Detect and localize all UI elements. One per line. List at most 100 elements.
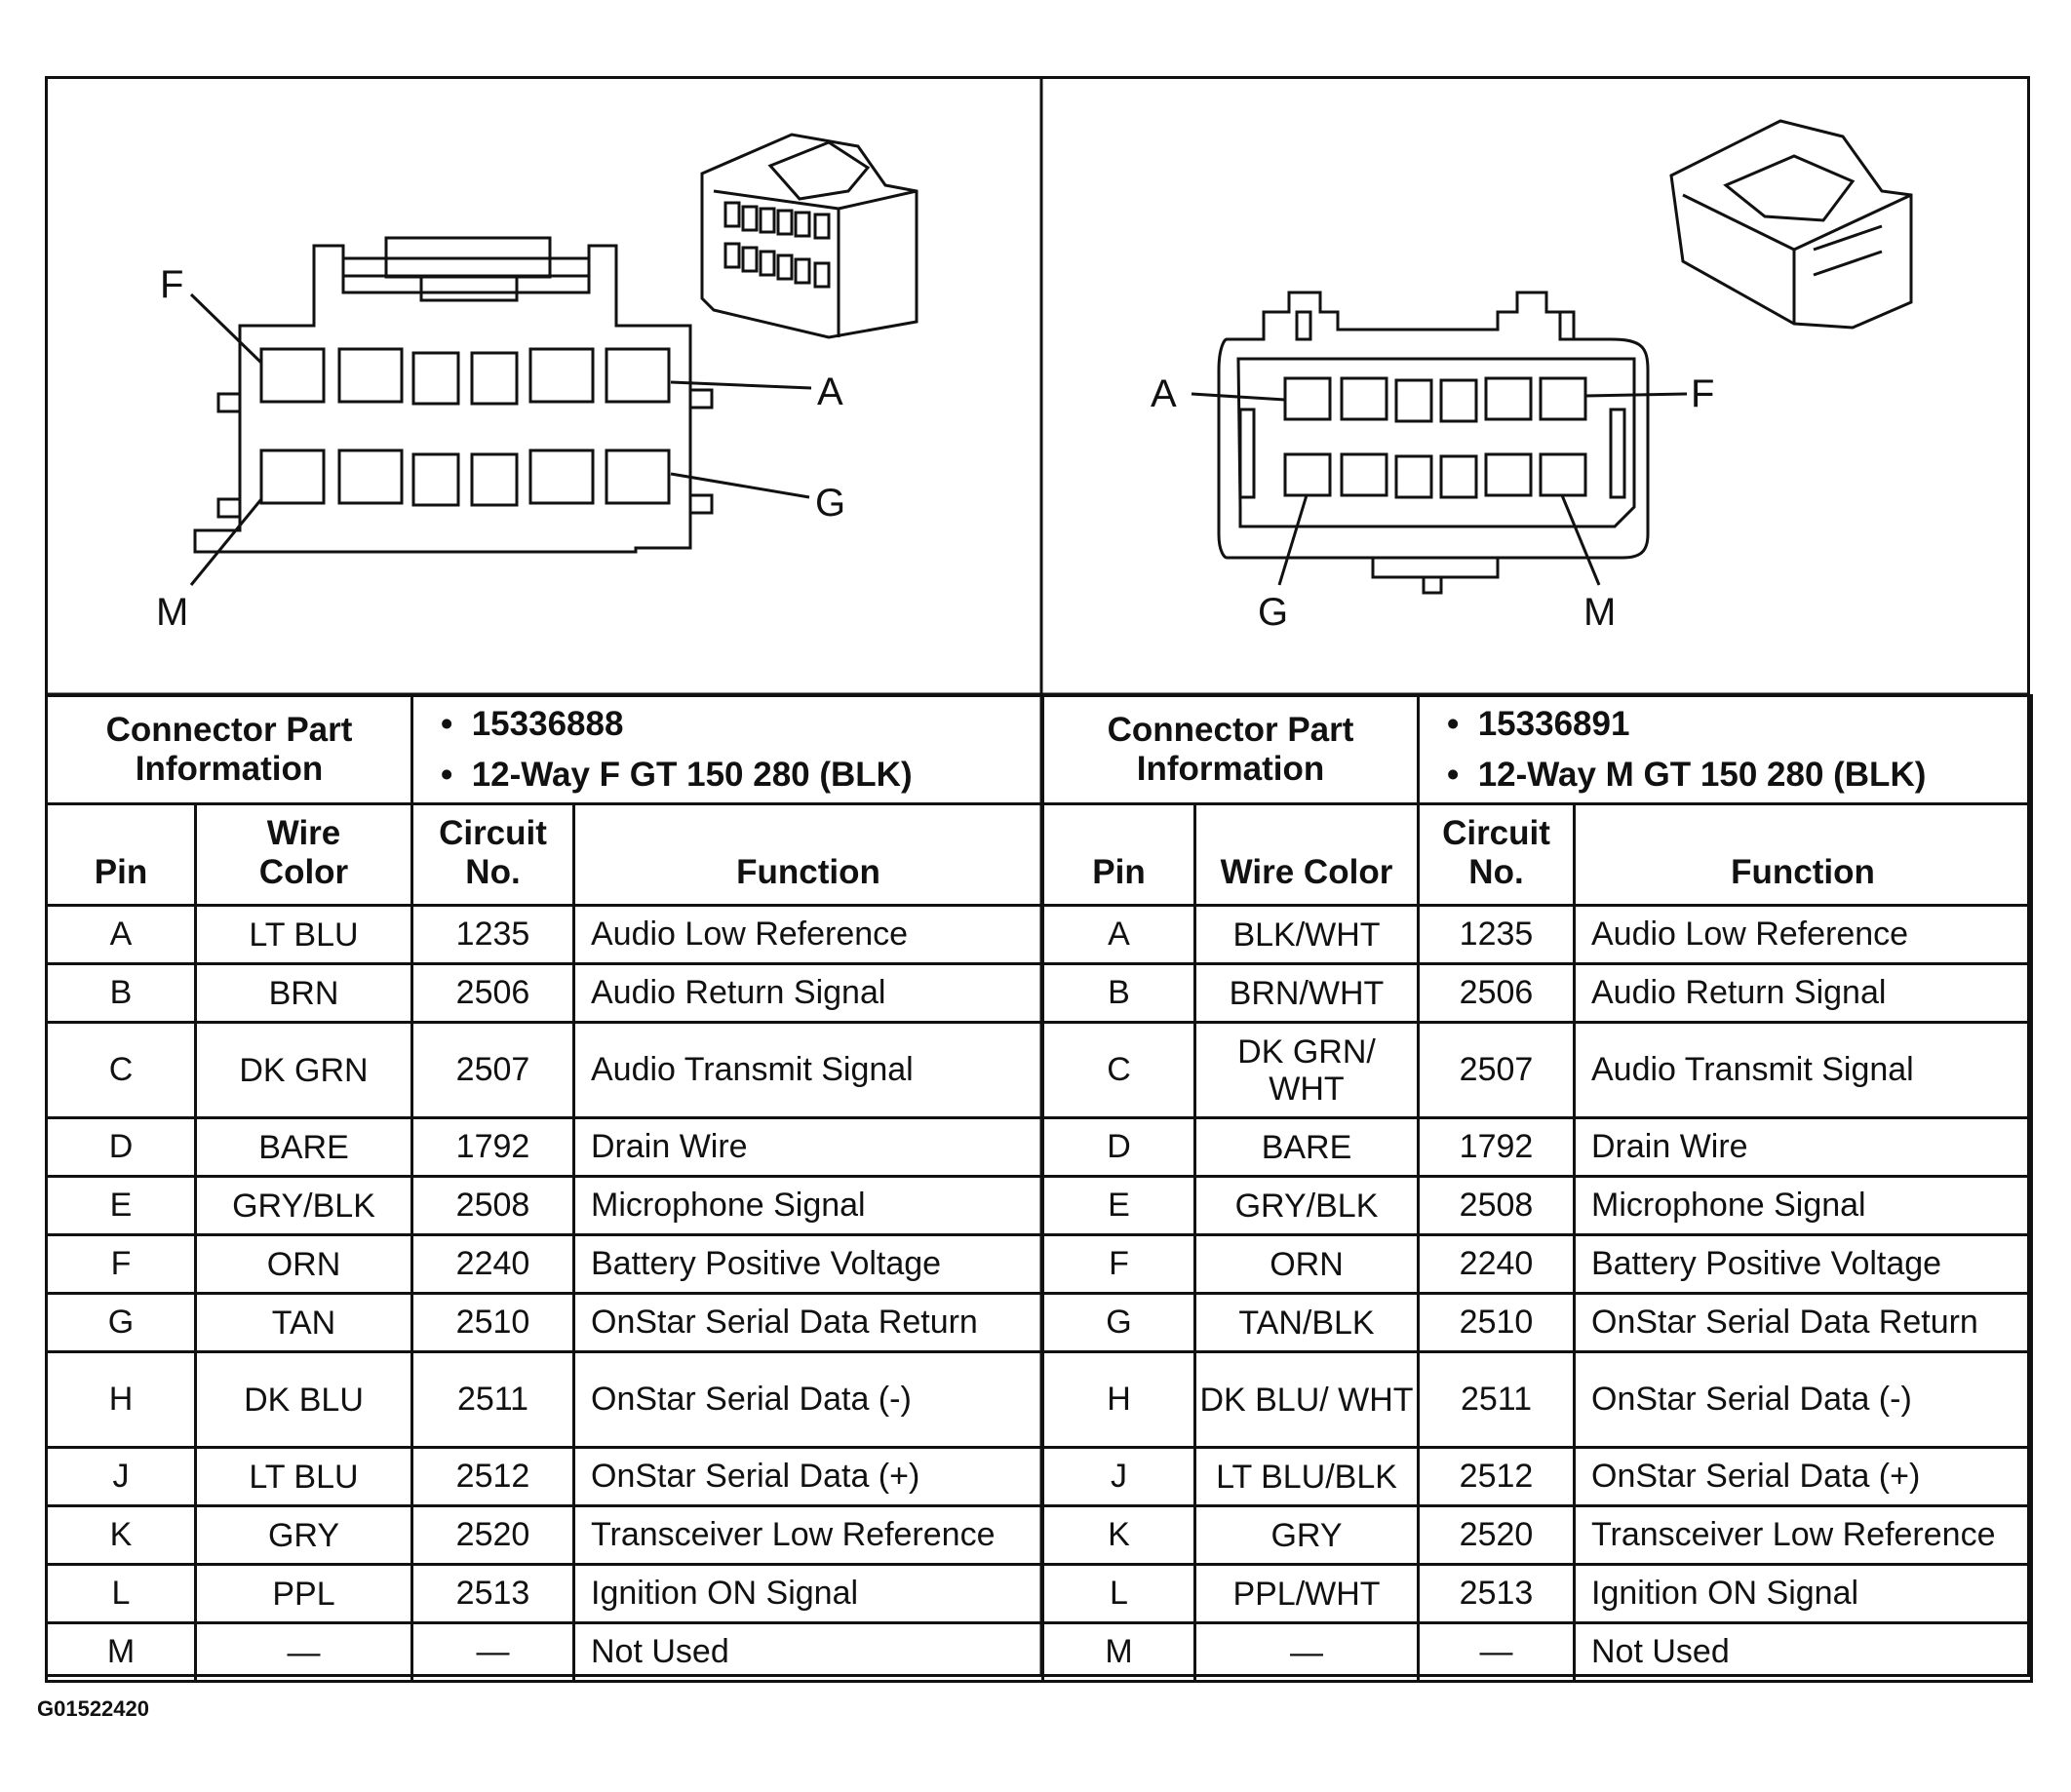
right-cell-wire-color: BRN/WHT <box>1193 962 1420 1024</box>
right-cell-circuit: 2508 <box>1417 1175 1576 1236</box>
left-cell-circuit: 2240 <box>410 1233 575 1295</box>
table-row: M——Not Used <box>1041 1621 2033 1683</box>
table-row: M——Not Used <box>45 1621 1044 1683</box>
left-cell-function: Ignition ON Signal <box>572 1563 1044 1624</box>
left-pin-label-f: F <box>160 263 184 306</box>
left-part-description: 12-Way F GT 150 280 (BLK) <box>441 750 1041 800</box>
left-cell-function: Not Used <box>572 1621 1044 1683</box>
left-header-wire-color: Wire Color <box>194 802 413 907</box>
left-cell-function: Battery Positive Voltage <box>572 1233 1044 1295</box>
right-cell-function: Transceiver Low Reference <box>1573 1504 2033 1566</box>
right-header-row: Pin Wire Color Circuit No. Function <box>1041 802 2033 907</box>
left-part-numbers: 15336888 12-Way F GT 150 280 (BLK) <box>410 694 1044 805</box>
right-cell-wire-color: BLK/WHT <box>1193 904 1420 965</box>
right-cell-pin: M <box>1041 1621 1196 1683</box>
right-cell-function: Audio Transmit Signal <box>1573 1021 2033 1119</box>
left-cell-circuit: 2508 <box>410 1175 575 1236</box>
left-cell-function: Drain Wire <box>572 1116 1044 1178</box>
right-cell-pin: E <box>1041 1175 1196 1236</box>
left-pinout-table: Connector Part Information 15336888 12-W… <box>45 694 1044 1683</box>
left-cell-pin: C <box>45 1021 197 1119</box>
right-header-function: Function <box>1573 802 2033 907</box>
left-part-number: 15336888 <box>441 699 1041 750</box>
left-cell-circuit: 1235 <box>410 904 575 965</box>
left-cell-wire-color: GRY <box>194 1504 413 1566</box>
right-part-numbers: 15336891 12-Way M GT 150 280 (BLK) <box>1417 694 2033 805</box>
right-cell-function: Battery Positive Voltage <box>1573 1233 2033 1295</box>
left-header-function: Function <box>572 802 1044 907</box>
right-cell-wire-color: DK GRN/ WHT <box>1193 1021 1420 1119</box>
right-cell-circuit: 2512 <box>1417 1446 1576 1507</box>
right-cell-circuit: — <box>1417 1621 1576 1683</box>
right-cell-wire-color: ORN <box>1193 1233 1420 1295</box>
left-cell-function: Microphone Signal <box>572 1175 1044 1236</box>
right-cell-function: OnStar Serial Data Return <box>1573 1292 2033 1353</box>
left-cell-wire-color: BRN <box>194 962 413 1024</box>
right-cell-circuit: 1235 <box>1417 904 1576 965</box>
left-cell-pin: B <box>45 962 197 1024</box>
left-cell-wire-color: LT BLU <box>194 904 413 965</box>
right-cell-pin: J <box>1041 1446 1196 1507</box>
right-cell-wire-color: PPL/WHT <box>1193 1563 1420 1624</box>
left-cell-wire-color: DK GRN <box>194 1021 413 1119</box>
left-pin-label-m: M <box>156 591 189 634</box>
right-header-pin: Pin <box>1041 802 1196 907</box>
right-cell-wire-color: BARE <box>1193 1116 1420 1178</box>
left-cell-circuit: 2511 <box>410 1350 575 1449</box>
left-cell-function: OnStar Serial Data (-) <box>572 1350 1044 1449</box>
right-cell-function: Audio Return Signal <box>1573 962 2033 1024</box>
right-header-wire-color: Wire Color <box>1193 802 1420 907</box>
left-cell-function: Audio Low Reference <box>572 904 1044 965</box>
left-cell-circuit: 2506 <box>410 962 575 1024</box>
left-header-pin: Pin <box>45 802 197 907</box>
left-cell-wire-color: — <box>194 1621 413 1683</box>
left-cell-pin: L <box>45 1563 197 1624</box>
left-cell-wire-color: TAN <box>194 1292 413 1353</box>
left-cell-function: OnStar Serial Data Return <box>572 1292 1044 1353</box>
left-cell-wire-color: DK BLU <box>194 1350 413 1449</box>
right-cell-circuit: 2511 <box>1417 1350 1576 1449</box>
right-cell-function: OnStar Serial Data (+) <box>1573 1446 2033 1507</box>
left-cell-pin: M <box>45 1621 197 1683</box>
right-pin-label-f: F <box>1691 372 1715 415</box>
figure-id: G01522420 <box>37 1696 149 1721</box>
left-cell-function: Transceiver Low Reference <box>572 1504 1044 1566</box>
right-pin-label-g: G <box>1258 591 1289 634</box>
right-cell-circuit: 2510 <box>1417 1292 1576 1353</box>
left-cell-circuit: 2507 <box>410 1021 575 1119</box>
right-cell-wire-color: GRY/BLK <box>1193 1175 1420 1236</box>
right-cell-function: Drain Wire <box>1573 1116 2033 1178</box>
right-connector-info-label: Connector Part Information <box>1041 694 1420 805</box>
right-cell-pin: H <box>1041 1350 1196 1449</box>
right-cell-pin: K <box>1041 1504 1196 1566</box>
left-header-row: Pin Wire Color Circuit No. Function <box>45 802 1044 907</box>
left-cell-function: OnStar Serial Data (+) <box>572 1446 1044 1507</box>
left-cell-function: Audio Return Signal <box>572 962 1044 1024</box>
right-cell-function: Audio Low Reference <box>1573 904 2033 965</box>
right-pin-label-a: A <box>1151 372 1177 415</box>
right-header-circuit: Circuit No. <box>1417 802 1576 907</box>
left-cell-pin: E <box>45 1175 197 1236</box>
left-cell-pin: F <box>45 1233 197 1295</box>
left-cell-wire-color: LT BLU <box>194 1446 413 1507</box>
right-cell-pin: B <box>1041 962 1196 1024</box>
left-pin-label-g: G <box>815 482 846 525</box>
left-cell-wire-color: GRY/BLK <box>194 1175 413 1236</box>
right-cell-pin: A <box>1041 904 1196 965</box>
right-cell-circuit: 2520 <box>1417 1504 1576 1566</box>
